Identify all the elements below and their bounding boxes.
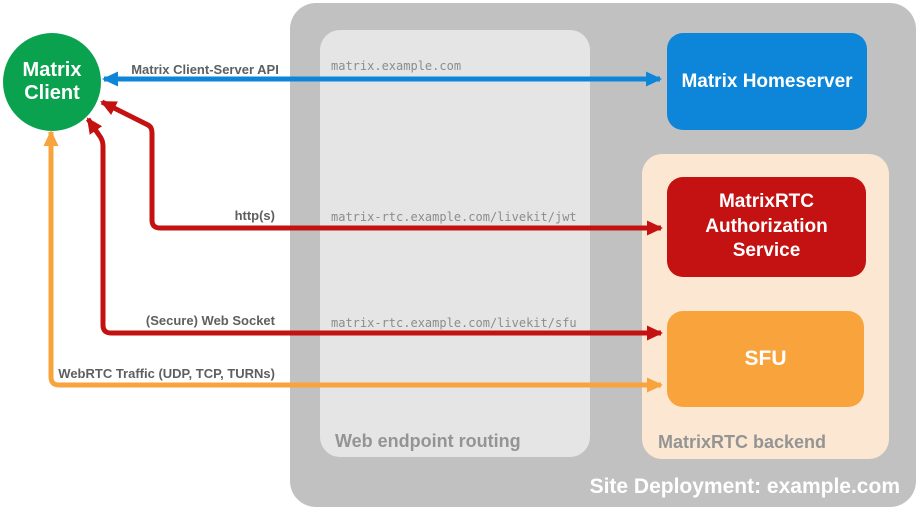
- sfu-label: SFU: [744, 347, 787, 370]
- webrtc-traffic-label: WebRTC Traffic (UDP, TCP, TURNs): [58, 366, 275, 381]
- endpoint-livekit-sfu: matrix-rtc.example.com/livekit/sfu: [331, 316, 577, 330]
- node-sfu: SFU: [667, 311, 864, 407]
- client-server-api-label: Matrix Client-Server API: [131, 62, 279, 77]
- web-endpoint-routing-label: Web endpoint routing: [335, 431, 521, 451]
- node-matrix-client: Matrix Client: [3, 33, 101, 131]
- matrixrtc-backend-label: MatrixRTC backend: [658, 432, 827, 452]
- websocket-label: (Secure) Web Socket: [145, 313, 275, 328]
- endpoint-matrix-example-com: matrix.example.com: [331, 59, 462, 73]
- node-matrix-homeserver: Matrix Homeserver: [667, 33, 867, 130]
- http-label: http(s): [234, 208, 275, 223]
- matrix-client-label: Matrix Client: [22, 59, 82, 104]
- web-endpoint-routing-container: Web endpoint routing: [320, 30, 590, 457]
- endpoint-livekit-jwt: matrix-rtc.example.com/livekit/jwt: [331, 210, 577, 224]
- node-matrixrtc-authorization-service: MatrixRTC Authorization Service: [667, 177, 866, 277]
- matrix-homeserver-label: Matrix Homeserver: [681, 70, 853, 92]
- site-deployment-label: Site Deployment: example.com: [589, 475, 900, 498]
- matrixrtc-authorization-service-label: MatrixRTC Authorization Service: [705, 190, 828, 262]
